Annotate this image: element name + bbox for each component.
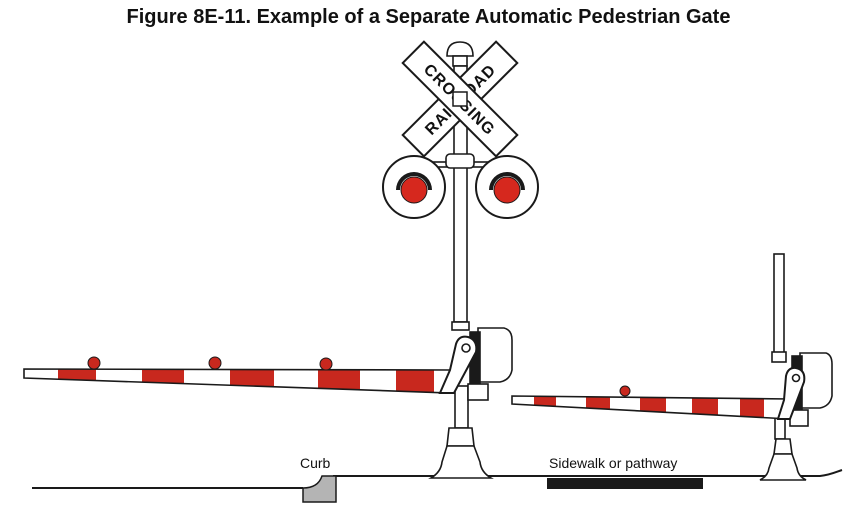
- curb: [302, 475, 337, 503]
- sidewalk-strip: [547, 478, 703, 489]
- sidewalk-label: Sidewalk or pathway: [549, 455, 677, 471]
- curb-label: Curb: [300, 455, 331, 471]
- pedestrian-gate-arm: [511, 385, 791, 420]
- pedestrian-gate-mechanism: [776, 352, 833, 427]
- signal-light-right: [475, 155, 539, 219]
- signal-light-left: [382, 155, 446, 219]
- main-gate-mechanism: [438, 327, 513, 401]
- ground-line: [32, 469, 843, 489]
- pedestrian-mast: [759, 253, 807, 481]
- main-mast: [413, 41, 509, 479]
- figure-title: Figure 8E-11. Example of a Separate Auto…: [126, 6, 731, 28]
- main-gate-arm: [23, 356, 451, 394]
